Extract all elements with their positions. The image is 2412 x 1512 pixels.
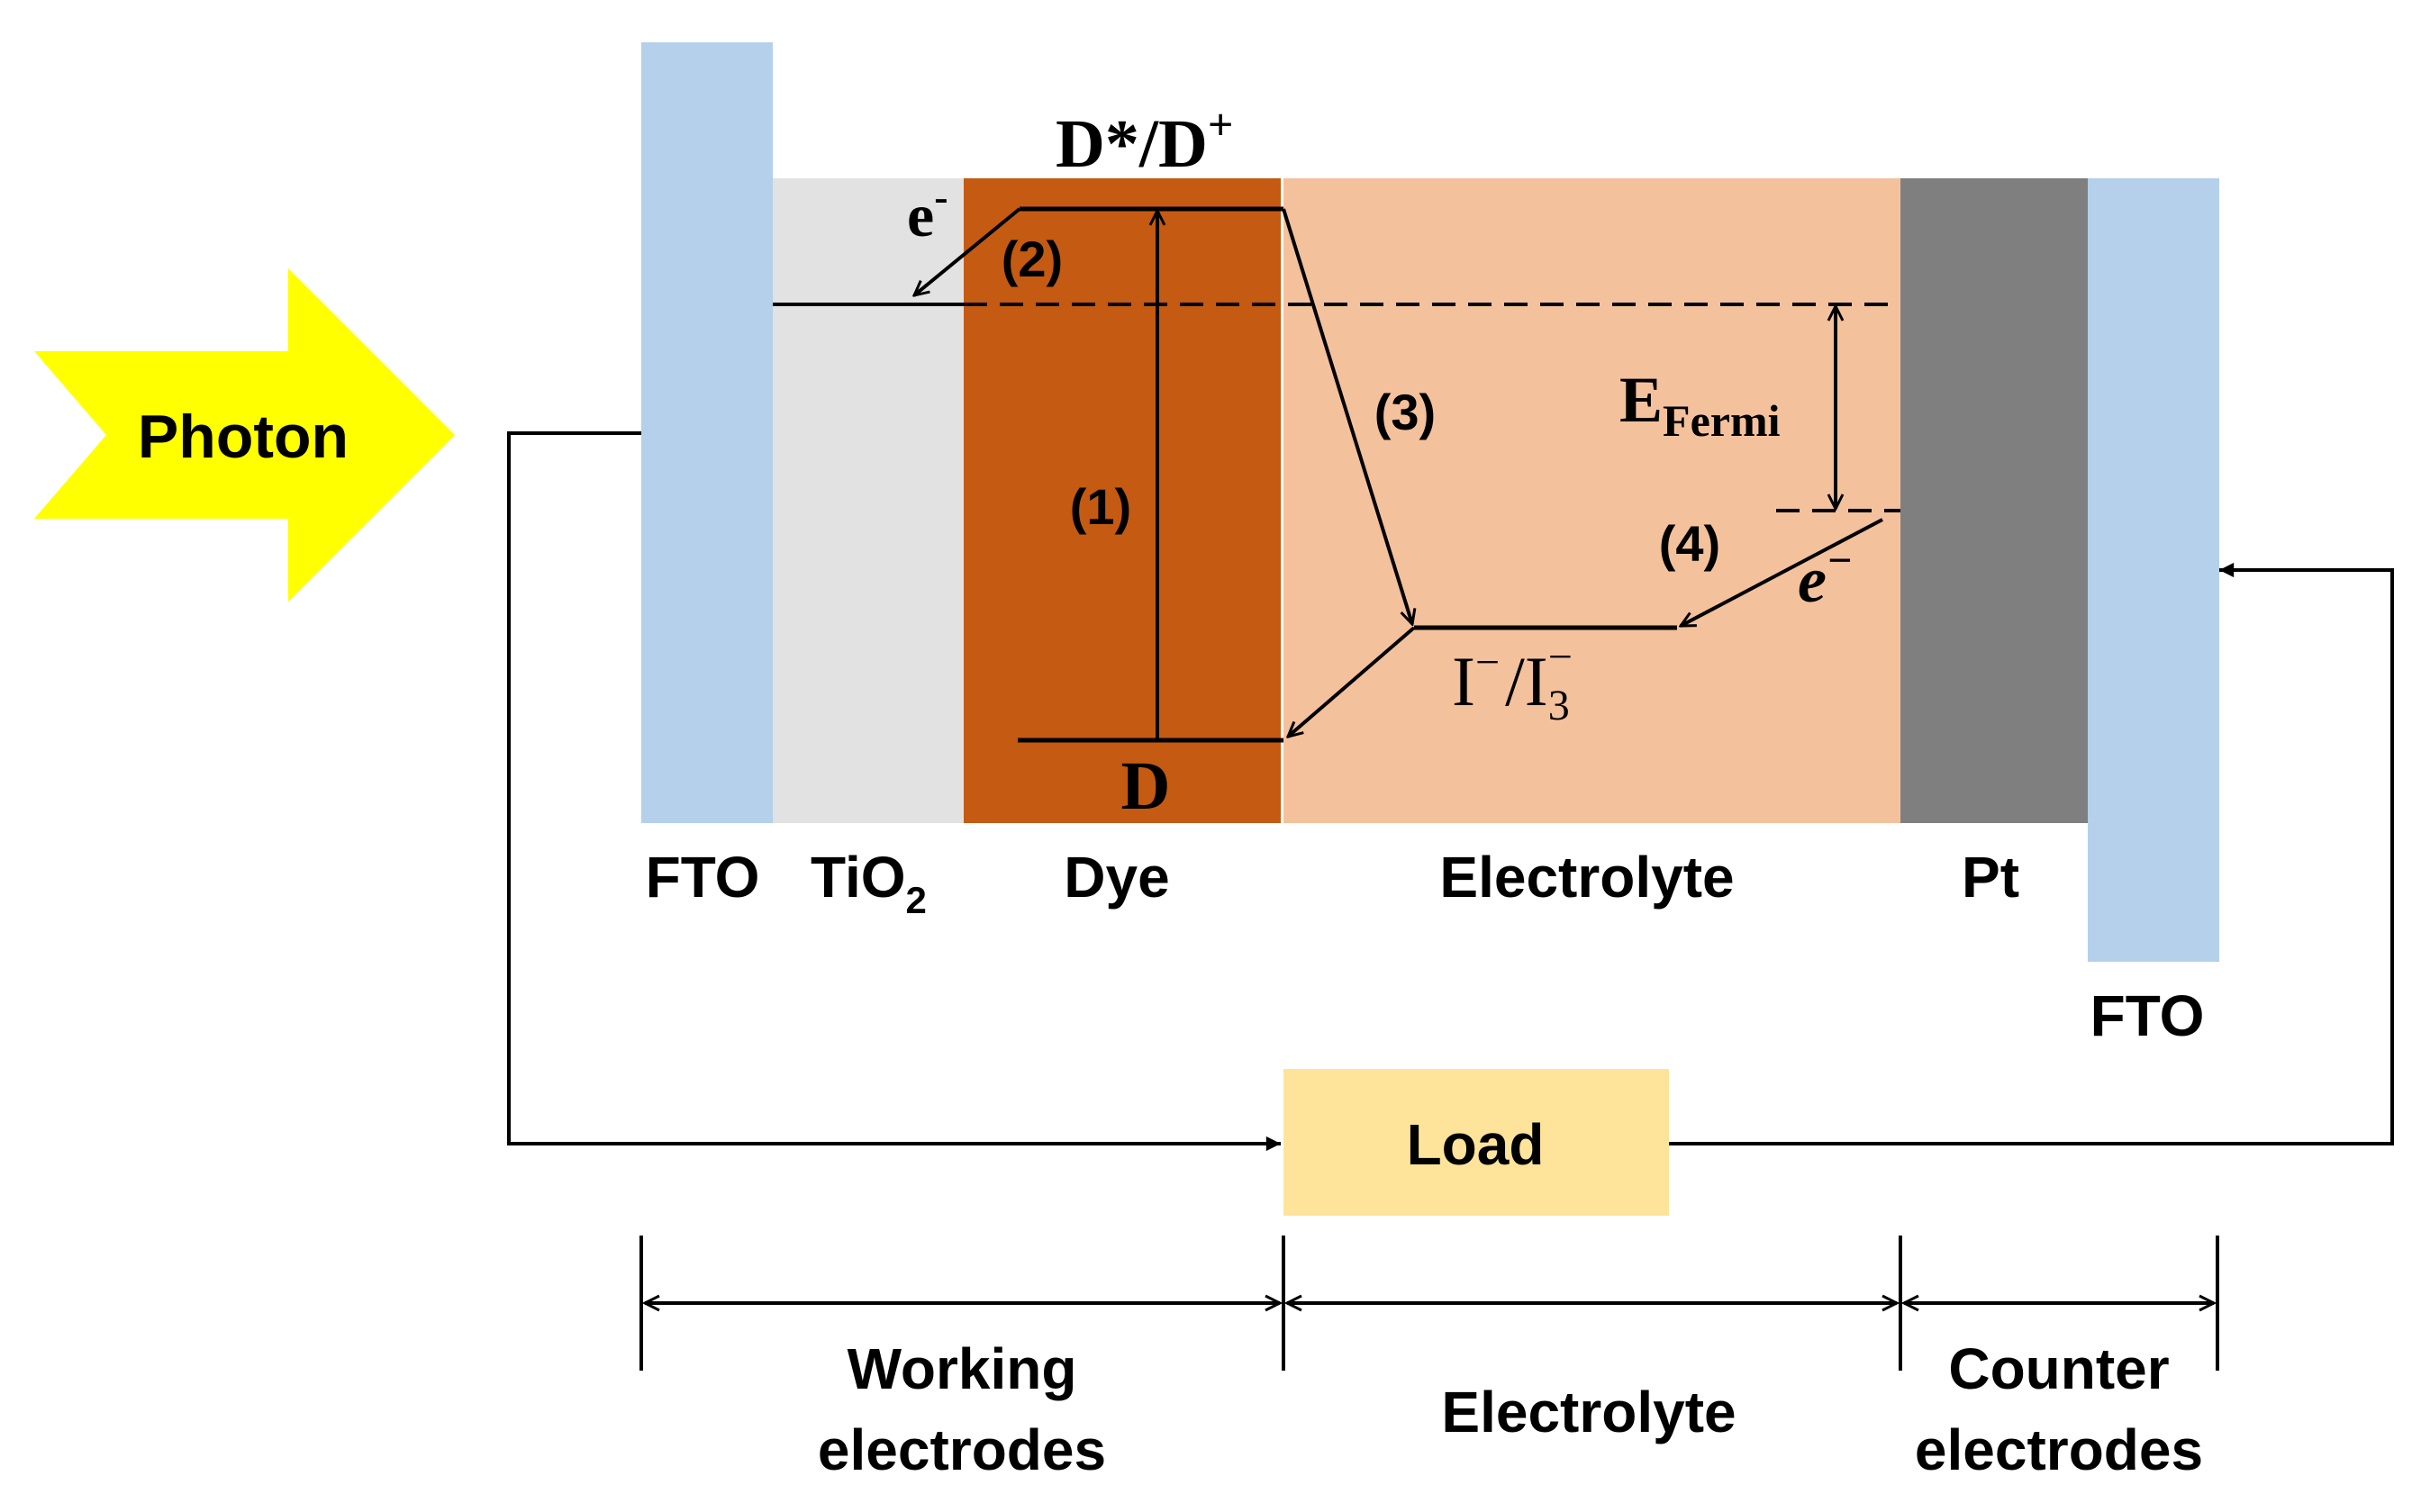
electron-label-left: e- bbox=[907, 174, 948, 249]
excited-state-label: D*/D+ bbox=[1056, 99, 1233, 182]
step-4-label: (4) bbox=[1659, 515, 1720, 572]
step-2-label: (2) bbox=[1002, 231, 1063, 287]
injection-arrow bbox=[914, 207, 1021, 295]
fermi-energy-label: EFermi bbox=[1619, 364, 1781, 446]
electrolyte-section-label: Electrolyte bbox=[1441, 1380, 1736, 1444]
load-label: Load bbox=[1407, 1112, 1545, 1177]
step-3-label: (3) bbox=[1374, 384, 1436, 440]
fto-left-label: FTO bbox=[646, 845, 760, 910]
photon-arrow bbox=[34, 268, 455, 602]
counter-electron-arrow bbox=[1681, 518, 1883, 628]
tio2-label: TiO2 bbox=[811, 845, 927, 921]
circuit-wire-left bbox=[507, 431, 1281, 1152]
pt-layer bbox=[1900, 178, 2088, 823]
tio2-layer bbox=[773, 178, 964, 823]
step-1-label: (1) bbox=[1070, 478, 1131, 535]
ground-state-label: D bbox=[1121, 748, 1171, 824]
regeneration-arrow bbox=[1288, 626, 1416, 737]
fto-right-layer bbox=[2088, 178, 2219, 962]
electrolyte-layer bbox=[1283, 178, 1900, 823]
electrolyte-label: Electrolyte bbox=[1439, 845, 1734, 910]
dye-layer bbox=[964, 178, 1281, 823]
redox-couple-label: I−/I3− bbox=[1452, 633, 1573, 729]
electron-label-right: e− bbox=[1798, 537, 1853, 616]
photon-label: Photon bbox=[138, 403, 349, 471]
dye-label: Dye bbox=[1064, 845, 1169, 910]
pt-label: Pt bbox=[1962, 845, 2019, 910]
recombination-arrow bbox=[1282, 208, 1412, 624]
fto-right-label: FTO bbox=[2090, 983, 2205, 1048]
fto-left-layer bbox=[641, 42, 773, 823]
load-box bbox=[1283, 1069, 1669, 1216]
circuit-wire-right bbox=[1668, 562, 2394, 1145]
